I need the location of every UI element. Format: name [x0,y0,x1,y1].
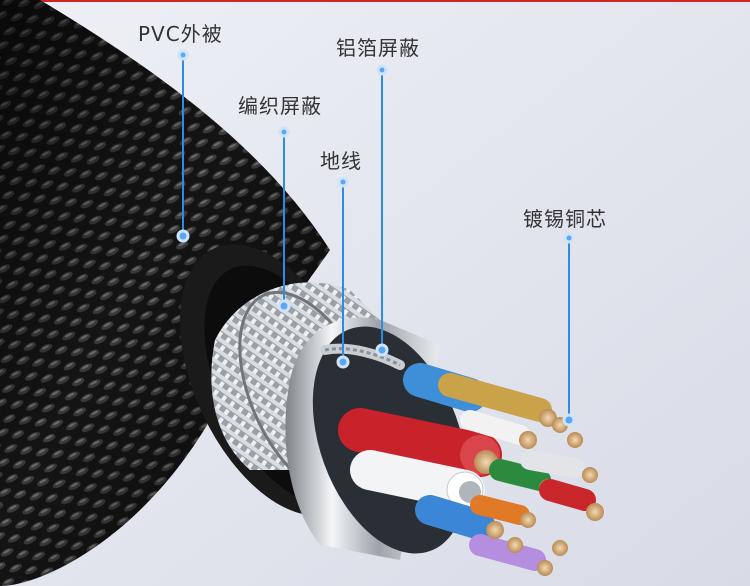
label-tinned-copper: 镀锡铜芯 [523,207,607,231]
callout-dots [176,49,576,427]
label-braid-shield: 编织屏蔽 [238,94,322,118]
label-pvc-jacket: PVC外被 [138,22,223,46]
label-ground-wire: 地线 [320,149,362,173]
label-foil-shield: 铝箔屏蔽 [336,36,420,60]
